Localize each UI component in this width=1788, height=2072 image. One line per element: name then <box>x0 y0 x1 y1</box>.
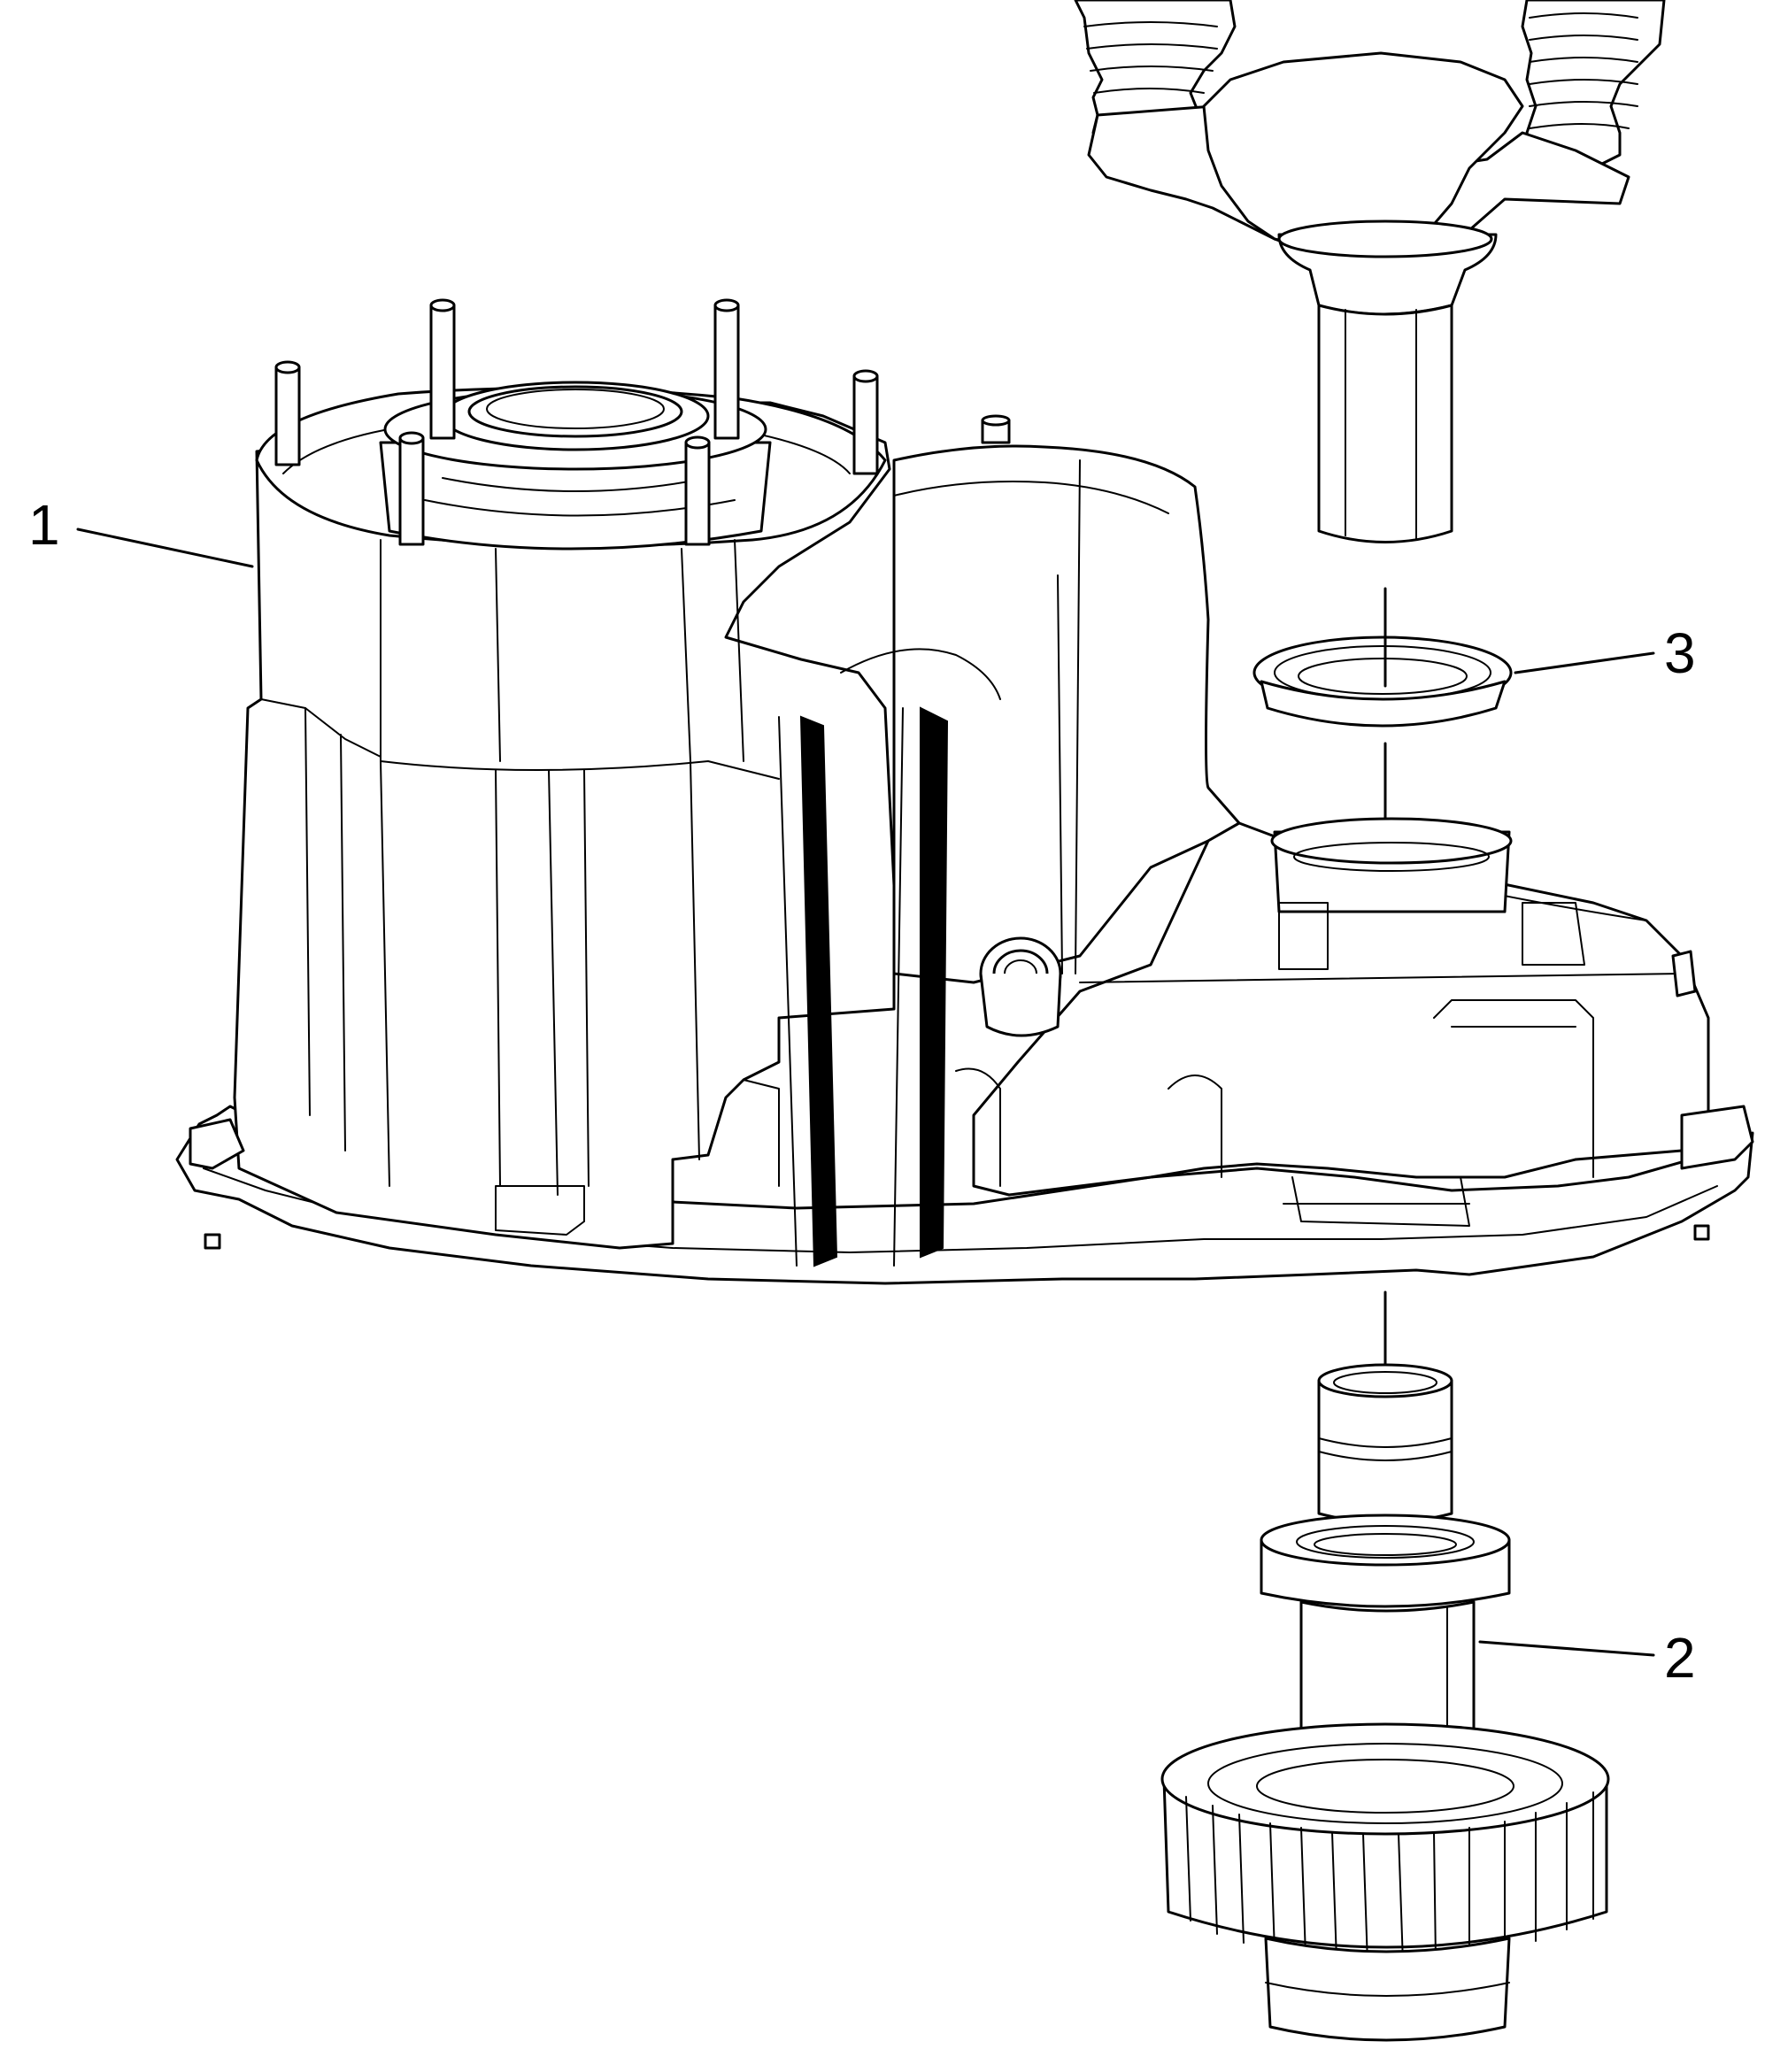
housing-studs <box>274 298 879 546</box>
rib-slots <box>778 706 949 1267</box>
callout-label: 1 <box>28 493 60 557</box>
callout-2: 2 <box>1478 1626 1696 1690</box>
callout-1: 1 <box>28 493 254 568</box>
output-shaft-part-2 <box>1160 1363 1610 2042</box>
installer-tool <box>1074 0 1666 543</box>
callout-label: 2 <box>1664 1626 1696 1690</box>
vent-fitting <box>979 936 1062 1037</box>
seal-part-3 <box>1252 635 1513 728</box>
transfer-case-housing-part-1 <box>175 298 1754 1285</box>
callout-label: 3 <box>1664 621 1696 685</box>
callout-3: 3 <box>1514 621 1696 685</box>
